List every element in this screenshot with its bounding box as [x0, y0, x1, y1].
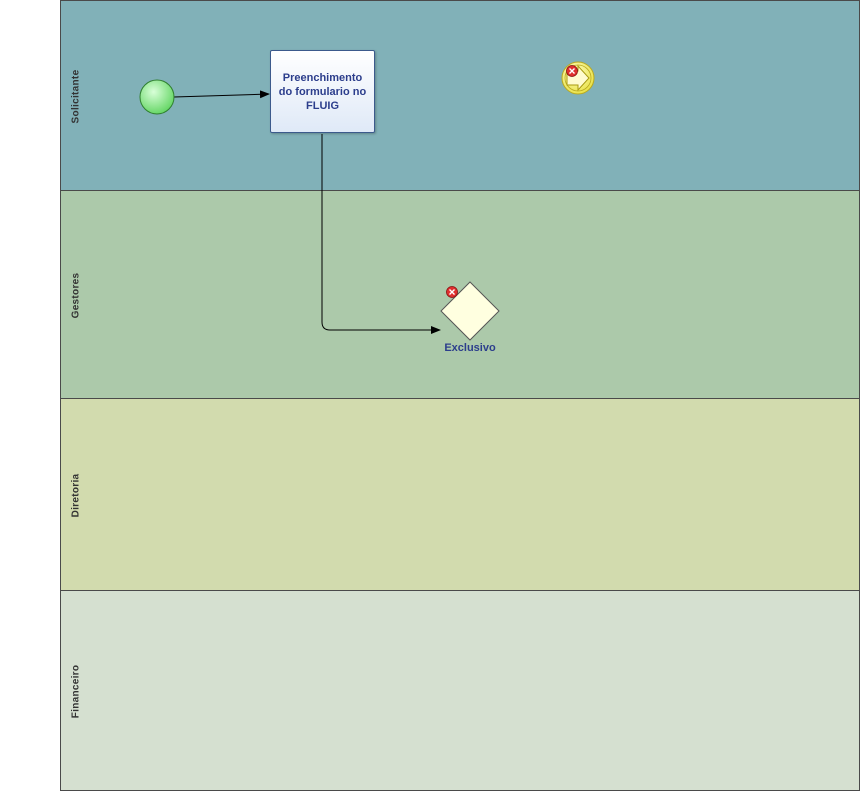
error-icon — [566, 65, 578, 77]
flow-start-to-task[interactable] — [173, 90, 270, 99]
start-event[interactable] — [139, 79, 175, 115]
error-icon — [446, 286, 458, 298]
task-preenchimento-formulario[interactable]: Preenchimento do formulario no FLUIG — [270, 50, 375, 133]
gateway-label: Exclusivo — [444, 342, 496, 354]
flow-task-to-gateway[interactable] — [321, 134, 441, 334]
lane-financeiro: Financeiro — [60, 590, 860, 791]
task-label: Preenchimento do formulario no FLUIG — [278, 71, 367, 112]
lane-solicitante: Solicitante — [60, 0, 860, 191]
intermediate-event[interactable] — [561, 61, 595, 95]
